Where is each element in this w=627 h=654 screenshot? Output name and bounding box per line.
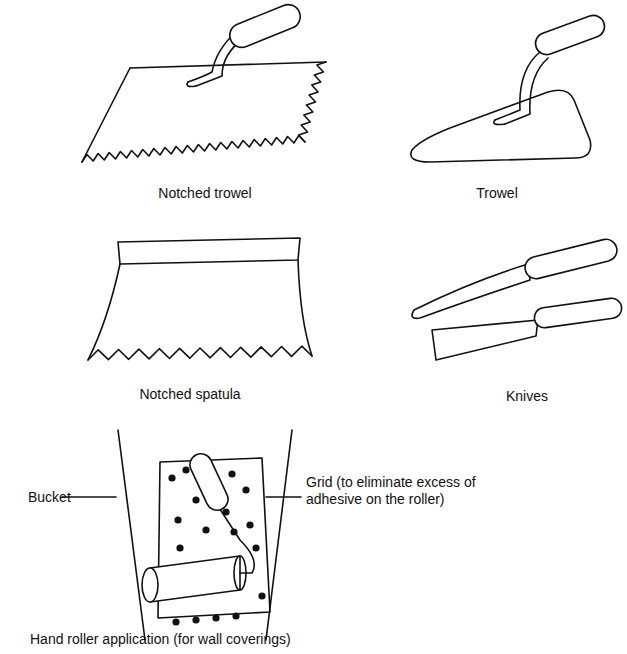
- tool-label: Trowel: [476, 185, 518, 202]
- trowel: [411, 12, 608, 162]
- tool-label: Grid (to eliminate excess of adhesive on…: [306, 474, 486, 508]
- tool-label: Bucket: [28, 489, 71, 506]
- tool-label: Notched spatula: [139, 386, 240, 403]
- tool-label: Knives: [506, 388, 548, 405]
- knives: [412, 237, 623, 360]
- bucket-roller: [118, 430, 292, 640]
- tool-label: Hand roller application (for wall coveri…: [30, 631, 291, 648]
- notched-trowel: [82, 1, 326, 162]
- notched-spatula: [88, 238, 312, 360]
- tool-label: Notched trowel: [158, 185, 251, 202]
- leader-line: [266, 496, 301, 498]
